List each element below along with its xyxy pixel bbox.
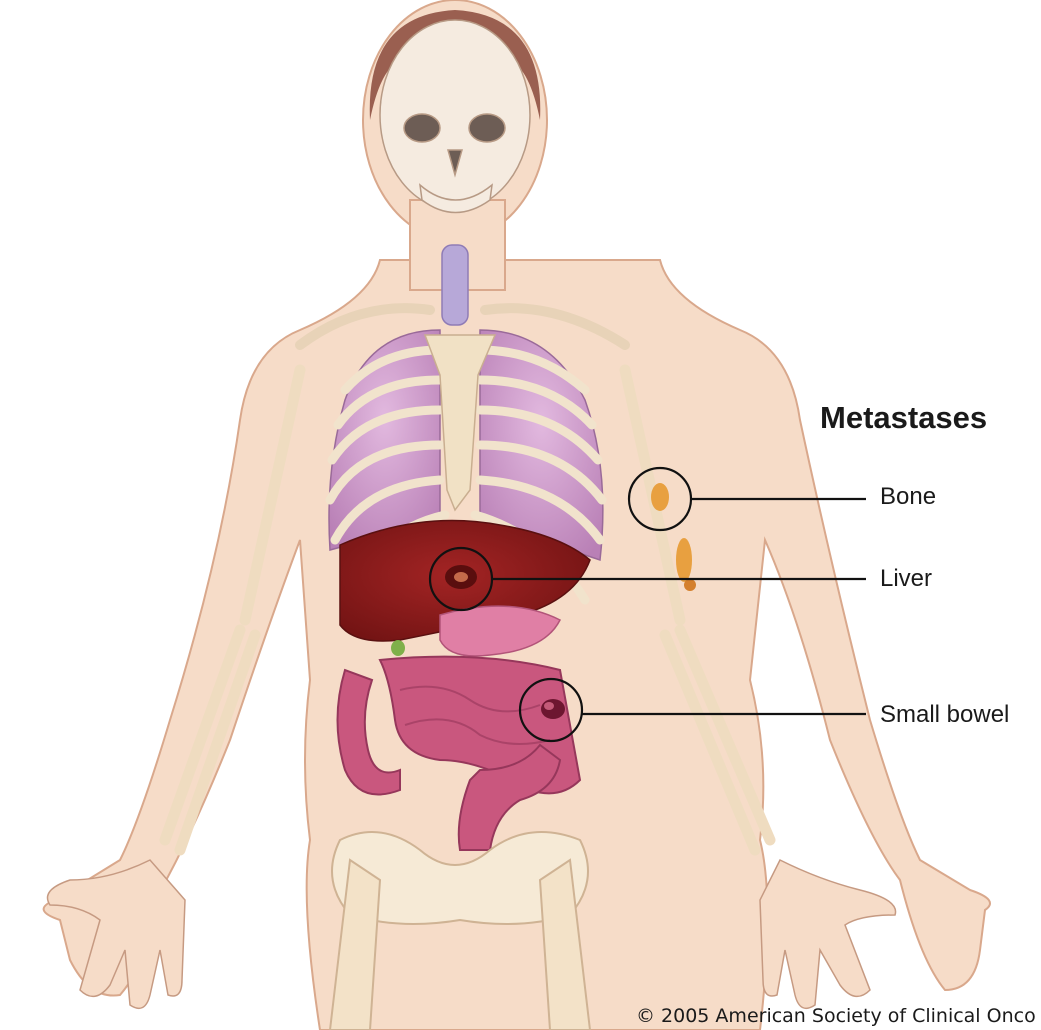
label-bone: Bone (880, 483, 936, 511)
skull (380, 20, 530, 213)
trachea (442, 245, 468, 325)
bowel-tumor (541, 699, 565, 719)
copyright-notice: © 2005 American Society of Clinical Onco (636, 1005, 1041, 1027)
label-liver: Liver (880, 565, 932, 593)
gallbladder (391, 640, 405, 656)
liver-tumor (445, 565, 477, 589)
label-small-bowel: Small bowel (880, 701, 1009, 729)
figure-title: Metastases (820, 400, 987, 436)
